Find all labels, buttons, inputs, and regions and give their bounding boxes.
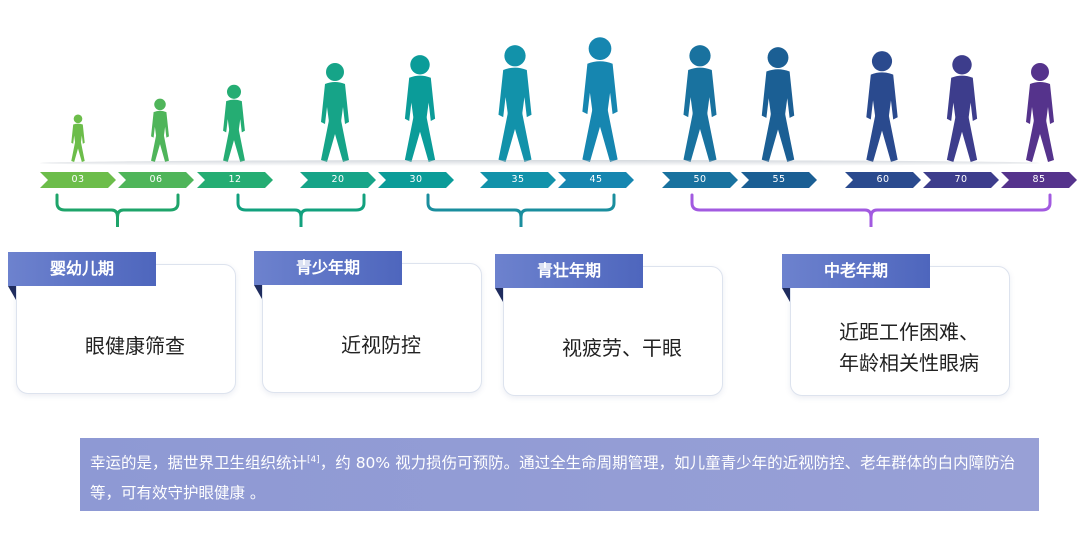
age-tag-55: 55 <box>741 172 817 188</box>
age-tag-45: 45 <box>558 172 634 188</box>
stage-description: 近视防控 <box>341 332 421 357</box>
stage-title: 婴幼儿期 <box>8 252 156 286</box>
person-silhouette <box>151 98 169 162</box>
age-tag-35: 35 <box>480 172 556 188</box>
age-tag-30: 30 <box>378 172 454 188</box>
stage-title: 中老年期 <box>782 254 930 288</box>
note-text-start: 幸运的是，据世界卫生组织统计 <box>90 454 308 472</box>
age-tag-70: 70 <box>923 172 999 188</box>
silhouette-row <box>71 37 1054 162</box>
stage-title: 青少年期 <box>254 251 402 285</box>
age-tag-12: 12 <box>197 172 273 188</box>
life-stage-silhouettes <box>0 0 1081 175</box>
person-silhouette <box>761 47 795 162</box>
stage-bracket <box>55 193 180 227</box>
citation-mark: [4] <box>307 455 320 465</box>
age-tag-06: 06 <box>118 172 194 188</box>
stage-bracket <box>690 193 1052 227</box>
person-silhouette <box>404 55 436 162</box>
person-silhouette <box>866 51 898 162</box>
age-tag-60: 60 <box>845 172 921 188</box>
note-text-end: ，约 80% 视力损伤可预防。通过全生命周期管理，如儿童青少年的近视防控、老年群… <box>90 454 1016 502</box>
stage-bracket <box>426 193 616 227</box>
age-tag-85: 85 <box>1001 172 1077 188</box>
stage-brackets <box>55 193 1052 227</box>
age-tag-03: 03 <box>40 172 116 188</box>
stage-description: 视疲劳、干眼 <box>562 335 682 360</box>
stage-card-young-adult: 青壮年期 视疲劳、干眼 <box>495 254 723 399</box>
stage-bracket <box>236 193 366 227</box>
person-silhouette <box>683 45 717 162</box>
stage-description: 眼健康筛查 <box>85 333 185 358</box>
person-silhouette <box>223 84 245 162</box>
person-silhouette <box>946 55 978 162</box>
person-silhouette <box>582 37 618 162</box>
stage-card-teen: 青少年期 近视防控 <box>254 251 482 396</box>
stage-title: 青壮年期 <box>495 254 643 288</box>
stage-card-elderly: 中老年期 近距工作困难、 年龄相关性眼病 <box>782 254 1010 399</box>
person-silhouette <box>321 63 349 162</box>
person-silhouette <box>71 114 85 162</box>
age-tag-20: 20 <box>300 172 376 188</box>
summary-note: 幸运的是，据世界卫生组织统计[4]，约 80% 视力损伤可预防。通过全生命周期管… <box>80 438 1039 511</box>
age-tag-50: 50 <box>662 172 738 188</box>
stage-card-infant: 婴幼儿期 眼健康筛查 <box>8 252 236 397</box>
person-silhouette <box>1026 63 1054 162</box>
person-silhouette <box>498 45 532 162</box>
ground-shadow <box>40 160 1040 166</box>
stage-description: 近距工作困难、 年龄相关性眼病 <box>839 320 979 375</box>
